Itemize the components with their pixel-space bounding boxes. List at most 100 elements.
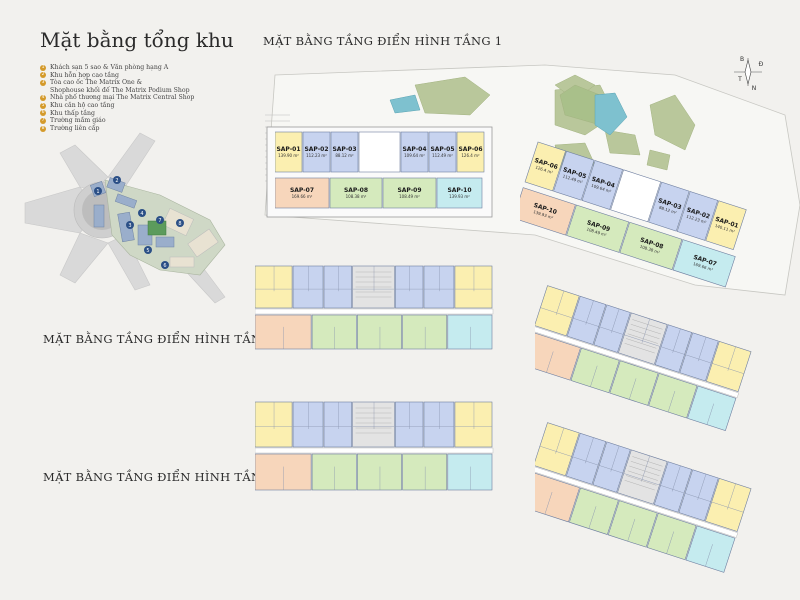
unit-area-label: 140.11 m² — [714, 223, 736, 234]
stair-core — [618, 312, 668, 365]
legend-text: Khu thấp tầng — [50, 109, 95, 117]
unit-area-label: 112.49 m² — [432, 153, 453, 158]
apartment-unit — [535, 285, 580, 337]
stair-core — [352, 265, 395, 309]
unit-area-label: 109.64 m² — [591, 183, 613, 194]
unit-area-label: 112.49 m² — [562, 173, 584, 184]
unit-code-label: SAP-01 — [276, 146, 300, 153]
unit-area-label: 169.66 m² — [692, 261, 714, 272]
apartment-unit — [423, 401, 455, 448]
map-marker-2: 2 — [115, 178, 118, 184]
apartment-unit — [653, 461, 693, 513]
compass-t: T — [737, 76, 742, 83]
legend-text: Trường mầm giáo — [50, 117, 106, 125]
legend-number-badge: 1 — [40, 64, 46, 71]
legend-item: 2 Khu hỗn hợp cao tầng — [40, 72, 230, 80]
unit-area-label: 88.12 m² — [658, 205, 677, 216]
apartment-unit — [447, 314, 493, 350]
apartment-unit — [454, 401, 493, 448]
apartment-unit — [705, 341, 752, 393]
legend-item: 5 Khu căn hộ cao tầng — [40, 102, 230, 110]
apartment-unit — [535, 422, 580, 477]
unit-code-label: SAP-06 — [458, 146, 482, 153]
legend-text: Khu hỗn hợp cao tầng — [50, 71, 119, 79]
compass-d: Đ — [759, 61, 764, 68]
apartment-unit — [593, 304, 631, 353]
apartment-unit — [646, 512, 697, 561]
legend-number-badge: 7 — [40, 117, 46, 124]
unit-code-label: SAP-05 — [430, 146, 454, 153]
legend-item: 3 Tòa cao ốc The Matrix One & — [40, 79, 230, 87]
unit-area-label: 126.4 m² — [535, 165, 554, 176]
legend-text: Tòa cao ốc The Matrix One & — [50, 79, 143, 87]
apartment-unit — [255, 265, 293, 309]
stair-core — [352, 401, 395, 448]
unit-area-label: 139.93 m² — [449, 194, 470, 199]
apartment-unit — [566, 295, 607, 345]
unit-area-label: 139.93 m² — [533, 209, 555, 220]
compass-n: N — [752, 85, 757, 92]
apartment-unit — [535, 471, 580, 523]
unit-code-label: SAP-09 — [397, 187, 421, 194]
apartment-unit — [678, 469, 719, 522]
site-plan-map: 1 2 3 4 5 6 7 8 — [24, 132, 226, 304]
apartment-unit — [292, 265, 324, 309]
compass-b: B — [740, 56, 744, 63]
stair-core — [617, 449, 668, 505]
legend-text: Khách sạn 5 sao & Văn phòng hạng A — [50, 64, 169, 71]
apartment-unit — [592, 441, 631, 493]
floor2-left-plan — [255, 265, 494, 350]
apartment-unit — [255, 401, 293, 448]
apartment-unit — [292, 401, 324, 448]
apartment-unit — [454, 265, 493, 309]
legend-text: Khu căn hộ cao tầng — [50, 101, 115, 109]
apartment-unit — [679, 332, 719, 382]
legend-item: 7 Trường mầm giáo — [40, 117, 230, 125]
apartment-unit — [357, 453, 402, 491]
apartment-unit — [255, 453, 312, 491]
corridor — [535, 326, 739, 398]
map-marker-6: 6 — [163, 263, 166, 269]
floor3-title: MẶT BẰNG TẦNG ĐIỂN HÌNH TẦNG 3 — [43, 470, 283, 484]
unit-code-label: SAP-08 — [344, 187, 368, 194]
apartment-unit — [565, 432, 607, 485]
apartment-unit — [685, 525, 736, 573]
apartment-unit — [705, 478, 752, 532]
legend-number-badge: 5 — [40, 102, 46, 109]
corridor — [535, 466, 739, 538]
unit-area-label: 108.49 m² — [399, 194, 420, 199]
unit-code-label: SAP-10 — [447, 187, 471, 194]
floor2-title: MẶT BẰNG TẦNG ĐIỂN HÌNH TẦNG 2 — [43, 332, 283, 346]
apartment-unit — [402, 314, 448, 350]
unit-area-label: 108.38 m² — [639, 244, 661, 255]
legend-number-badge: 8 — [40, 125, 46, 132]
apartment-unit — [255, 314, 312, 350]
legend-number-badge: 3 — [40, 79, 46, 86]
apartment-unit — [395, 401, 424, 448]
unit-code-label: SAP-02 — [304, 146, 328, 153]
apartment-unit — [607, 500, 658, 548]
apartment-unit — [402, 453, 448, 491]
apartment-unit — [609, 360, 659, 406]
map-marker-7: 7 — [158, 218, 161, 224]
apartment-unit — [395, 265, 424, 309]
map-marker-3: 3 — [128, 223, 131, 229]
site-plan-title: Mặt bằng tổng khu — [40, 28, 234, 52]
legend-number-badge: 2 — [40, 72, 46, 79]
